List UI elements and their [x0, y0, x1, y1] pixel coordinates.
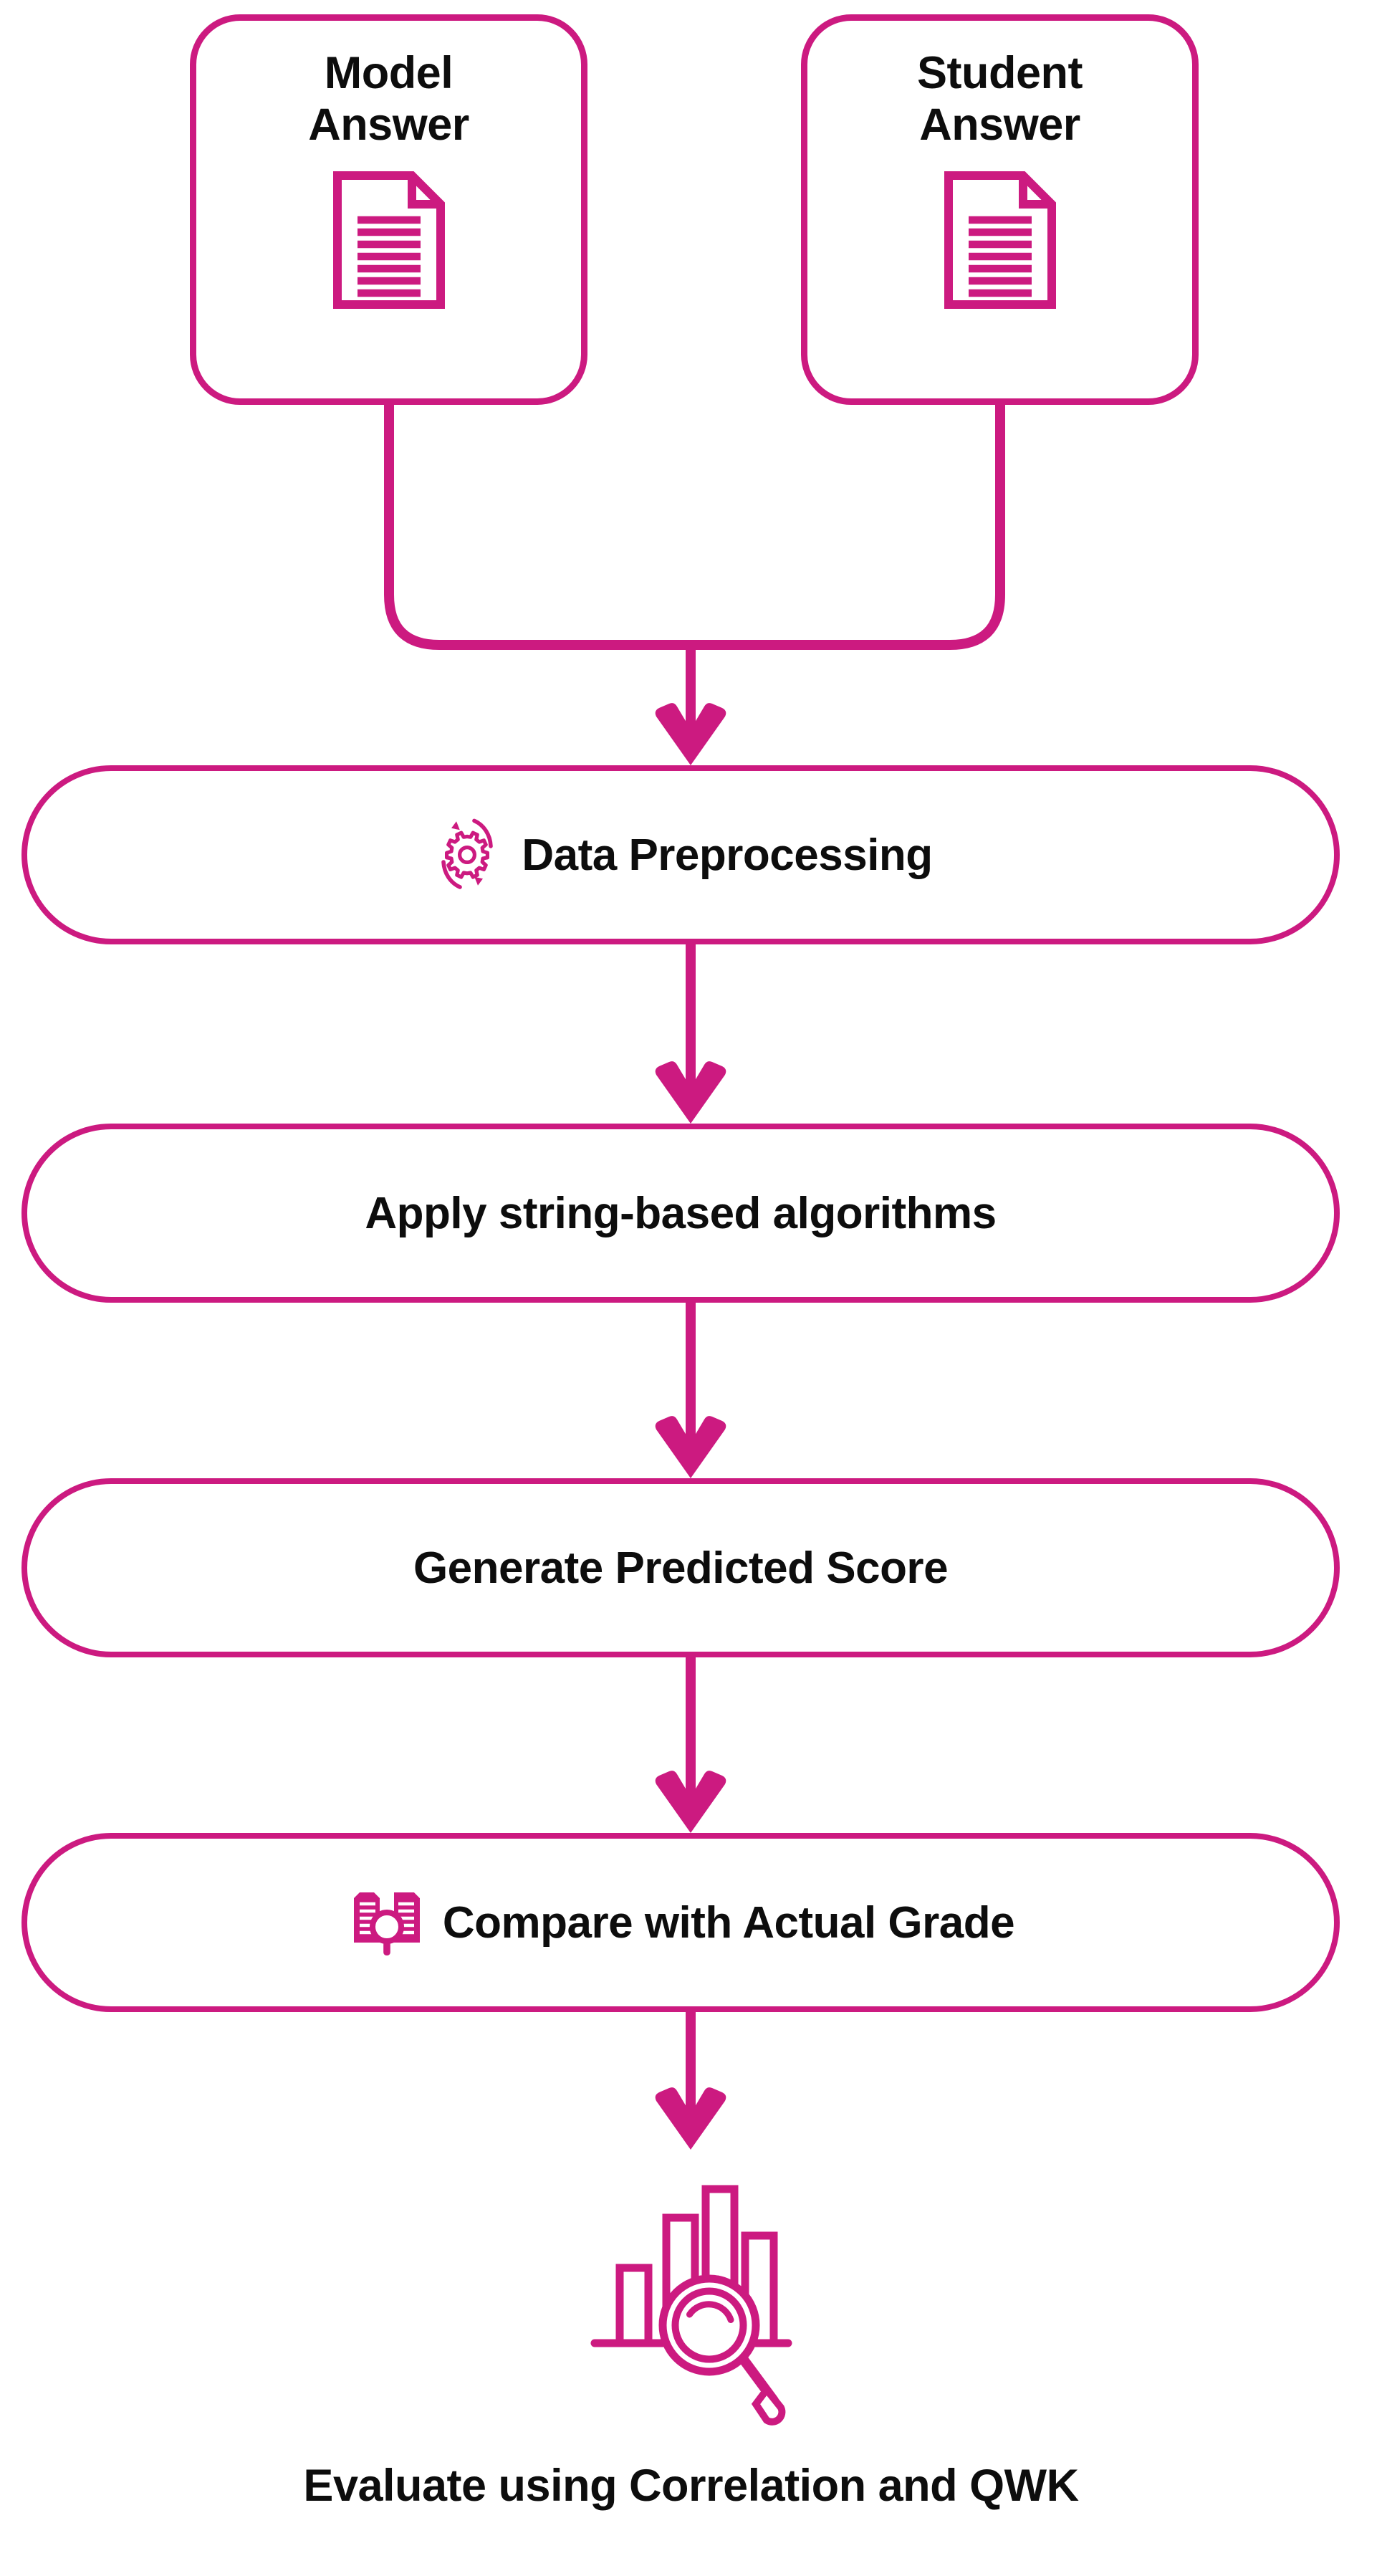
step-label: Data Preprocessing: [522, 830, 933, 880]
step-label: Apply string-based algorithms: [365, 1188, 997, 1238]
bar-chart-magnifier-icon: [580, 2150, 802, 2440]
source-card-title: Model Answer: [308, 48, 469, 150]
step-data-preprocessing[interactable]: Data Preprocessing: [21, 765, 1340, 944]
step-compare-with-actual-grade[interactable]: Compare with Actual Grade: [21, 1833, 1340, 2012]
step-label: Generate Predicted Score: [413, 1543, 949, 1593]
source-card-model-answer[interactable]: Model Answer: [190, 14, 587, 405]
gear-refresh-icon: [428, 815, 506, 896]
document-icon: [943, 170, 1057, 314]
step-label: Compare with Actual Grade: [442, 1897, 1015, 1948]
step-apply-algorithms[interactable]: Apply string-based algorithms: [21, 1124, 1340, 1303]
arrowhead-score: [655, 1416, 726, 1478]
arrowhead-compare: [655, 1771, 726, 1833]
source-card-title: Student Answer: [917, 48, 1083, 150]
source-card-student-answer[interactable]: Student Answer: [801, 14, 1199, 405]
outcome-label: Evaluate using Correlation and QWK: [303, 2461, 1079, 2511]
document-icon: [332, 170, 446, 314]
outcome-group: Evaluate using Correlation and QWK: [0, 2150, 1382, 2512]
step-generate-predicted-score[interactable]: Generate Predicted Score: [21, 1478, 1340, 1657]
edge-model-to-merge: [384, 405, 691, 650]
compare-documents-magnifier-icon: [347, 1881, 427, 1965]
arrowhead-outcome: [655, 2087, 726, 2150]
arrowhead-algorithms: [655, 1061, 726, 1124]
arrowhead-preprocessing: [655, 703, 726, 765]
edge-student-to-merge: [691, 405, 1005, 650]
